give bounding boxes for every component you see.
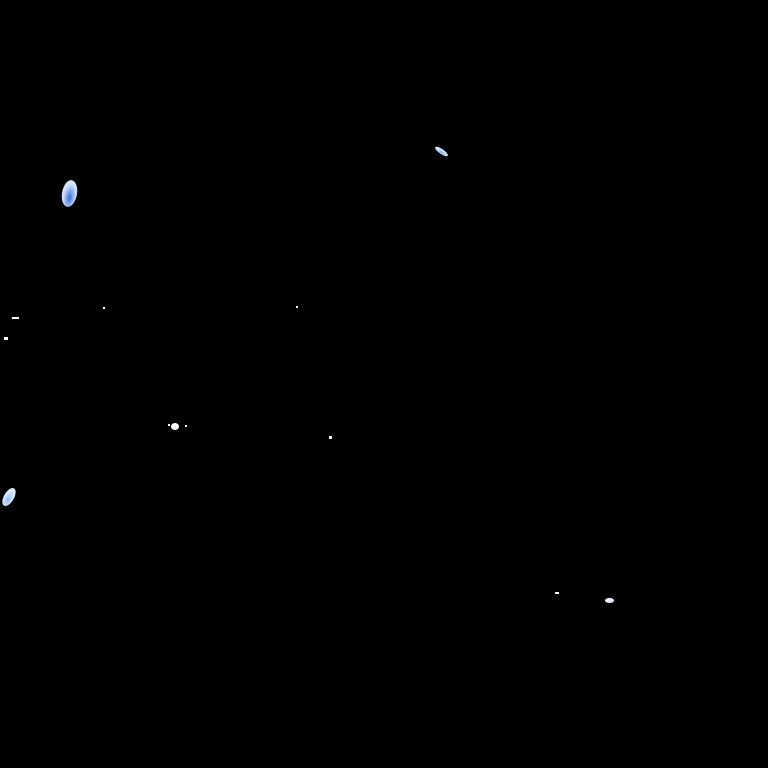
light-speck <box>555 592 559 594</box>
light-blob <box>0 485 19 509</box>
light-speck <box>296 306 298 308</box>
light-speck <box>329 436 332 439</box>
light-speck <box>185 425 187 427</box>
light-blob <box>171 423 179 430</box>
light-blob <box>605 598 614 603</box>
light-speck <box>12 317 19 319</box>
light-speck <box>168 424 170 426</box>
light-speck <box>103 307 105 309</box>
light-blob <box>59 178 80 209</box>
light-blob <box>433 145 450 158</box>
light-speck <box>4 337 8 340</box>
